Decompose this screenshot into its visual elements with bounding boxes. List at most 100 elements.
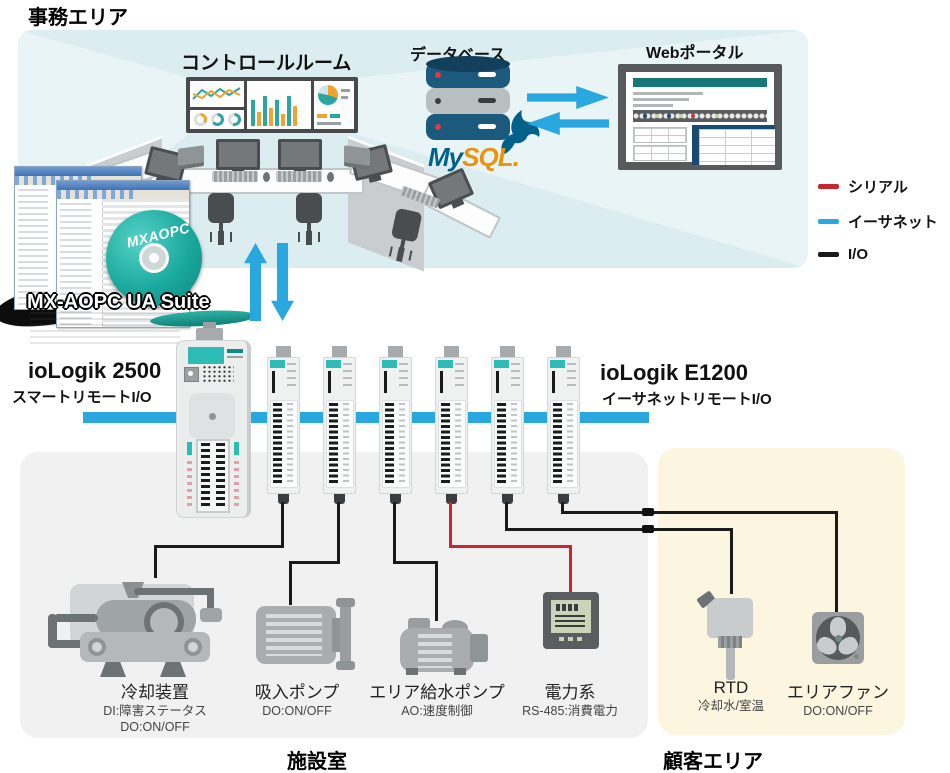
io-wire — [281, 502, 284, 548]
mysql-my: My — [428, 142, 463, 172]
iologik-e1200-name: ioLogik E1200 — [600, 360, 748, 385]
rtd-sensor-icon — [696, 586, 766, 681]
io-wire — [154, 545, 284, 548]
io-wire — [505, 528, 733, 531]
device-name: RTD — [713, 678, 749, 697]
iologik-2500-device — [176, 340, 251, 518]
monitor-icon — [216, 139, 260, 170]
portal-header-bar — [633, 78, 767, 87]
device-name: 吸入ポンプ — [254, 683, 340, 702]
legend-item-serial: シリアル — [818, 176, 908, 197]
device-io-line: 冷却水/室温 — [698, 699, 764, 713]
legend-item-ethernet: イーサネット — [818, 211, 938, 232]
line-chart-icon — [192, 87, 241, 100]
mysql-dolphin-icon — [501, 110, 540, 155]
disc-hole — [139, 243, 169, 273]
iologik-e1200-module — [547, 346, 580, 506]
device-vent-dots — [202, 365, 234, 382]
device-io-line: RS-485:消費電力 — [522, 704, 618, 718]
chiller-icon — [40, 570, 225, 688]
web-portal-label: Webポータル — [646, 45, 744, 62]
io-line-swatch — [818, 252, 839, 257]
io-wire — [435, 561, 438, 621]
device-io-line: DO:ON/OFF — [803, 704, 873, 718]
io-wire — [289, 561, 292, 605]
portal-main-table — [692, 125, 775, 165]
legend-label: シリアル — [848, 179, 908, 196]
water-pump-icon — [398, 616, 493, 676]
chiller-caption: 冷却装置 DI:障害ステータス DO:ON/OFF — [75, 678, 235, 735]
water-pump-caption: エリア給水ポンプ AO:速度制御 — [357, 678, 517, 719]
iologik-e1200-module — [323, 346, 356, 506]
io-wire — [730, 528, 733, 594]
customer-area-box — [658, 448, 905, 735]
iologik-e1200-module — [435, 346, 468, 506]
iologik-e1200-subtitle: イーサネットリモートI/O — [602, 391, 772, 408]
device-name: エリア給水ポンプ — [369, 683, 505, 702]
monitor-icon — [278, 139, 322, 170]
device-io-line: DO:ON/OFF — [120, 720, 190, 734]
io-wire — [505, 502, 508, 531]
iologik-2500-subtitle: スマートリモートI/O — [12, 389, 152, 406]
device-terminal-block — [187, 439, 239, 513]
gauge-panel — [190, 110, 244, 129]
device-name: 電力系 — [544, 683, 596, 702]
legend-label: イーサネット — [848, 214, 938, 231]
legend-label: I/O — [848, 246, 869, 263]
io-wire — [835, 511, 838, 612]
customer-area-label: 顧客エリア — [663, 751, 763, 773]
area-fan-caption: エリアファン DO:ON/OFF — [778, 678, 898, 719]
device-name: 冷却装置 — [121, 683, 189, 702]
ethernet-line-swatch — [818, 219, 839, 224]
pc-tower-icon — [344, 145, 370, 170]
keyboard-icon — [276, 171, 322, 182]
serial-wire — [449, 545, 572, 548]
iologik-e1200-module — [267, 346, 300, 506]
io-wire — [393, 502, 396, 564]
gauge-icon — [228, 113, 241, 126]
control-room-label: コントロールルーム — [181, 53, 352, 74]
line-chart-panel — [190, 81, 244, 107]
keyboard-icon — [212, 171, 258, 182]
mouse-icon — [327, 172, 334, 182]
io-wire — [154, 545, 157, 578]
iologik-e1200-module — [491, 346, 524, 506]
legend-item-io: I/O — [818, 246, 868, 263]
database-icon — [426, 56, 510, 154]
area-fan-icon — [812, 612, 864, 664]
io-wire — [561, 511, 838, 514]
ethernet-bus-line — [83, 412, 649, 423]
bar-chart-icon — [247, 81, 311, 129]
power-meter-icon — [543, 592, 599, 649]
rtd-caption: RTD 冷却水/室温 — [671, 678, 791, 714]
bar-chart-panel — [247, 81, 311, 129]
device-io-line: DI:障害ステータス — [103, 704, 207, 718]
io-wire — [393, 561, 438, 564]
iologik-e1200-module — [379, 346, 412, 506]
serial-line-swatch — [818, 184, 839, 189]
serial-wire — [569, 545, 572, 593]
wire-junction — [642, 525, 654, 533]
chair-icon — [294, 193, 324, 239]
iologik-2500-name: ioLogik 2500 — [28, 358, 162, 383]
gauge-icon — [211, 113, 224, 126]
wire-junction — [642, 508, 654, 516]
io-wire — [337, 502, 340, 564]
intake-pump-icon — [256, 598, 356, 670]
device-io-line: AO:速度制御 — [401, 704, 473, 718]
portal-table — [633, 145, 687, 161]
mx-aopc-disc-icon: MXAOPC — [106, 210, 202, 306]
device-name: エリアファン — [787, 683, 889, 702]
pc-tower-icon — [178, 145, 204, 170]
iologik-2500-antenna — [203, 322, 216, 330]
web-portal-screen — [618, 64, 782, 170]
device-teal-label — [188, 347, 224, 364]
io-wire — [289, 561, 340, 564]
intake-pump-caption: 吸入ポンプ DO:ON/OFF — [227, 678, 367, 719]
mysql-sql: SQL. — [462, 142, 520, 172]
device-io-line: DO:ON/OFF — [262, 704, 332, 718]
portal-status-dots — [633, 110, 767, 122]
mouse-icon — [263, 172, 270, 182]
display-wall — [186, 77, 358, 133]
